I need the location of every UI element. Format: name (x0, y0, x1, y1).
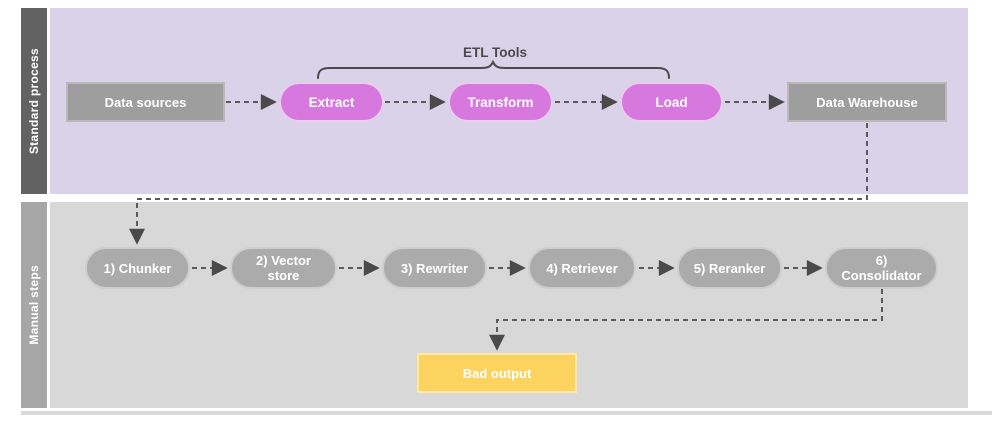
node-transform: Transform (448, 82, 553, 122)
node-rewriter: 3) Rewriter (382, 247, 487, 289)
node-consolidator: 6) Consolidator (825, 247, 938, 289)
node-extract: Extract (279, 82, 384, 122)
node-load: Load (620, 82, 723, 122)
node-data-sources: Data sources (66, 82, 225, 122)
lane-bar-standard-process: Standard process (21, 8, 47, 194)
node-retriever: 4) Retriever (528, 247, 636, 289)
lane-label-manual-steps: Manual steps (27, 265, 41, 345)
lane-label-standard-process: Standard process (27, 47, 41, 155)
node-data-warehouse: Data Warehouse (787, 82, 947, 122)
node-chunker: 1) Chunker (85, 247, 190, 289)
bottom-divider (21, 411, 992, 415)
node-vector-store: 2) Vector store (230, 247, 337, 289)
node-reranker: 5) Reranker (677, 247, 782, 289)
node-bad-output: Bad output (417, 353, 577, 393)
etl-tools-label: ETL Tools (463, 45, 527, 60)
lane-bar-manual-steps: Manual steps (21, 202, 47, 408)
